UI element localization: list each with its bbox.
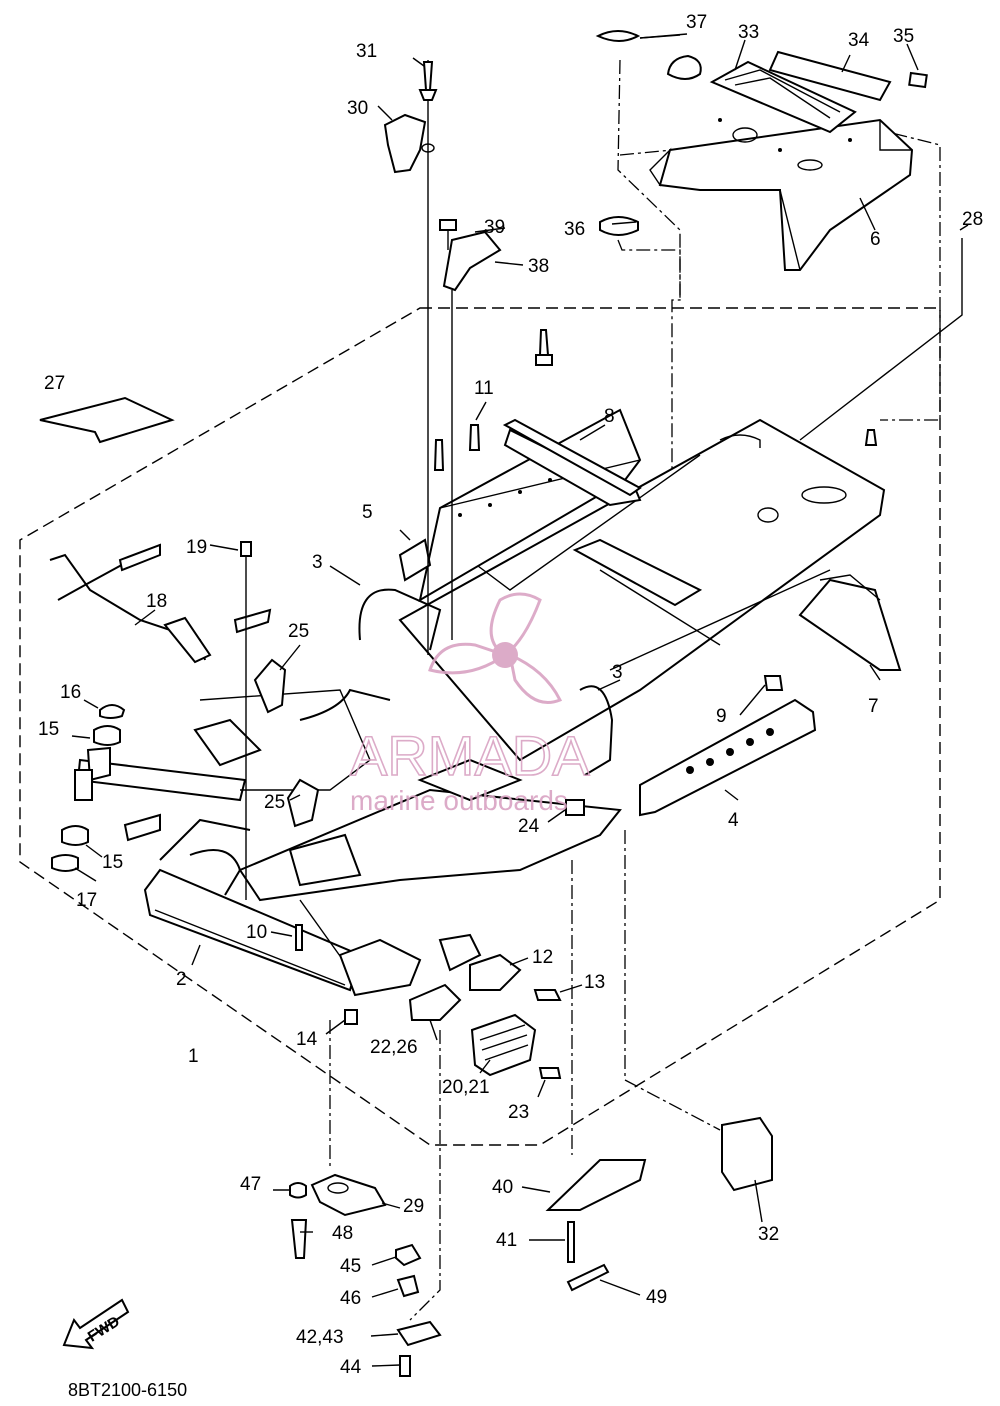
watermark-propeller-icon: [428, 592, 563, 704]
callout-11: 11: [474, 378, 494, 399]
watermark-subtitle: marine outboards: [350, 785, 568, 816]
bushing-16: [99, 704, 126, 719]
callout-44: 44: [340, 1357, 362, 1378]
callout-8: 8: [604, 406, 615, 427]
callout-36: 36: [564, 219, 585, 240]
rear-bumper-7: [798, 578, 902, 671]
brace-8: [502, 418, 642, 497]
callout-3-left: 3: [312, 552, 323, 573]
callout-23: 23: [508, 1102, 529, 1123]
callout-48: 48: [332, 1223, 353, 1244]
callout-32: 32: [758, 1224, 779, 1245]
callout-2: 2: [176, 969, 187, 990]
callout-13: 13: [584, 972, 605, 993]
bolts: [240, 329, 878, 1079]
callout-15b: 15: [102, 852, 123, 873]
rubber-cap-37: [666, 54, 702, 80]
ski-40: [545, 1159, 647, 1211]
callout-24: 24: [518, 816, 540, 837]
ski-crossbar: [51, 704, 247, 872]
bolt-44: [399, 1355, 411, 1377]
callout-31: 31: [356, 41, 377, 62]
callout-4: 4: [728, 810, 739, 831]
hoop-3-left: [358, 588, 442, 651]
callout-42-43: 42,43: [296, 1327, 344, 1348]
callout-34: 34: [848, 30, 870, 51]
bushing-15b: [61, 825, 89, 846]
damper-20-21: [470, 1013, 537, 1077]
bracket-42-43: [396, 1320, 442, 1347]
plate-29: [310, 1173, 387, 1217]
callout-30: 30: [347, 98, 368, 119]
hoop-3-right: [579, 685, 614, 776]
diagram-code: 8BT2100-6150: [68, 1380, 187, 1400]
leader-lines: [71, 33, 969, 1367]
callout-7: 7: [868, 696, 879, 717]
callout-49: 49: [646, 1287, 667, 1308]
nut-45: [395, 1243, 422, 1267]
callout-labels: 1 2 3 3 4 5 6 7 8 9 10 11 12 13 14 15 15…: [38, 12, 983, 1378]
callout-33: 33: [738, 22, 759, 43]
callout-17: 17: [76, 890, 97, 911]
callout-22-26: 22,26: [370, 1037, 418, 1058]
callout-16: 16: [60, 682, 81, 703]
small-label: [908, 71, 928, 89]
cap-top-37: [595, 30, 641, 42]
callout-46: 46: [340, 1288, 361, 1309]
callout-20-21: 20,21: [442, 1077, 490, 1098]
callout-9: 9: [716, 706, 727, 727]
bolt-48: [290, 1219, 308, 1259]
callout-12: 12: [532, 947, 553, 968]
rubber-grommet-36: [599, 216, 639, 236]
decal-27: [39, 396, 175, 444]
bracket-25a: [253, 658, 287, 714]
bushing-17: [51, 854, 79, 872]
decal-strip: [768, 50, 892, 102]
top-cover-group: [595, 30, 941, 513]
grommet-47: [289, 1182, 307, 1199]
plate-32: [721, 1116, 773, 1192]
bracket-5: [398, 538, 432, 582]
fwd-arrow-icon: FWD: [62, 1298, 130, 1350]
strip-49: [566, 1263, 610, 1292]
callout-45: 45: [340, 1256, 361, 1277]
callout-29: 29: [403, 1196, 424, 1217]
callout-3-right: 3: [612, 662, 623, 683]
bolt-41: [567, 1221, 575, 1263]
gasket-12: [469, 953, 522, 991]
bushing-15a: [93, 725, 121, 746]
bracket-25b: [286, 778, 320, 828]
callout-39: 39: [484, 217, 505, 238]
callout-19: 19: [186, 537, 207, 558]
callout-27: 27: [44, 373, 65, 394]
gasket-22-26: [408, 983, 462, 1021]
callout-25a: 25: [288, 621, 309, 642]
callout-38: 38: [528, 256, 549, 277]
callout-35: 35: [893, 26, 914, 47]
callout-41: 41: [496, 1230, 517, 1251]
front-bumper-18: [49, 543, 272, 664]
watermark-title: ARMADA: [350, 724, 590, 787]
cap-46: [396, 1274, 420, 1298]
callout-6: 6: [870, 229, 881, 250]
bracket-38: [439, 219, 502, 640]
side-rail-4: [639, 698, 817, 817]
watermark: ARMADA marine outboards: [349, 592, 591, 816]
callout-40: 40: [492, 1177, 513, 1198]
callout-28: 28: [962, 209, 983, 230]
callout-14: 14: [296, 1029, 318, 1050]
callout-18: 18: [146, 591, 167, 612]
steering-bracket-30: [383, 60, 438, 655]
callout-15a: 15: [38, 719, 59, 740]
callout-1: 1: [188, 1046, 199, 1067]
callout-37: 37: [686, 12, 707, 33]
callout-5: 5: [362, 502, 373, 523]
callout-47: 47: [240, 1174, 261, 1195]
callout-25b: 25: [264, 792, 285, 813]
callout-10: 10: [246, 922, 267, 943]
